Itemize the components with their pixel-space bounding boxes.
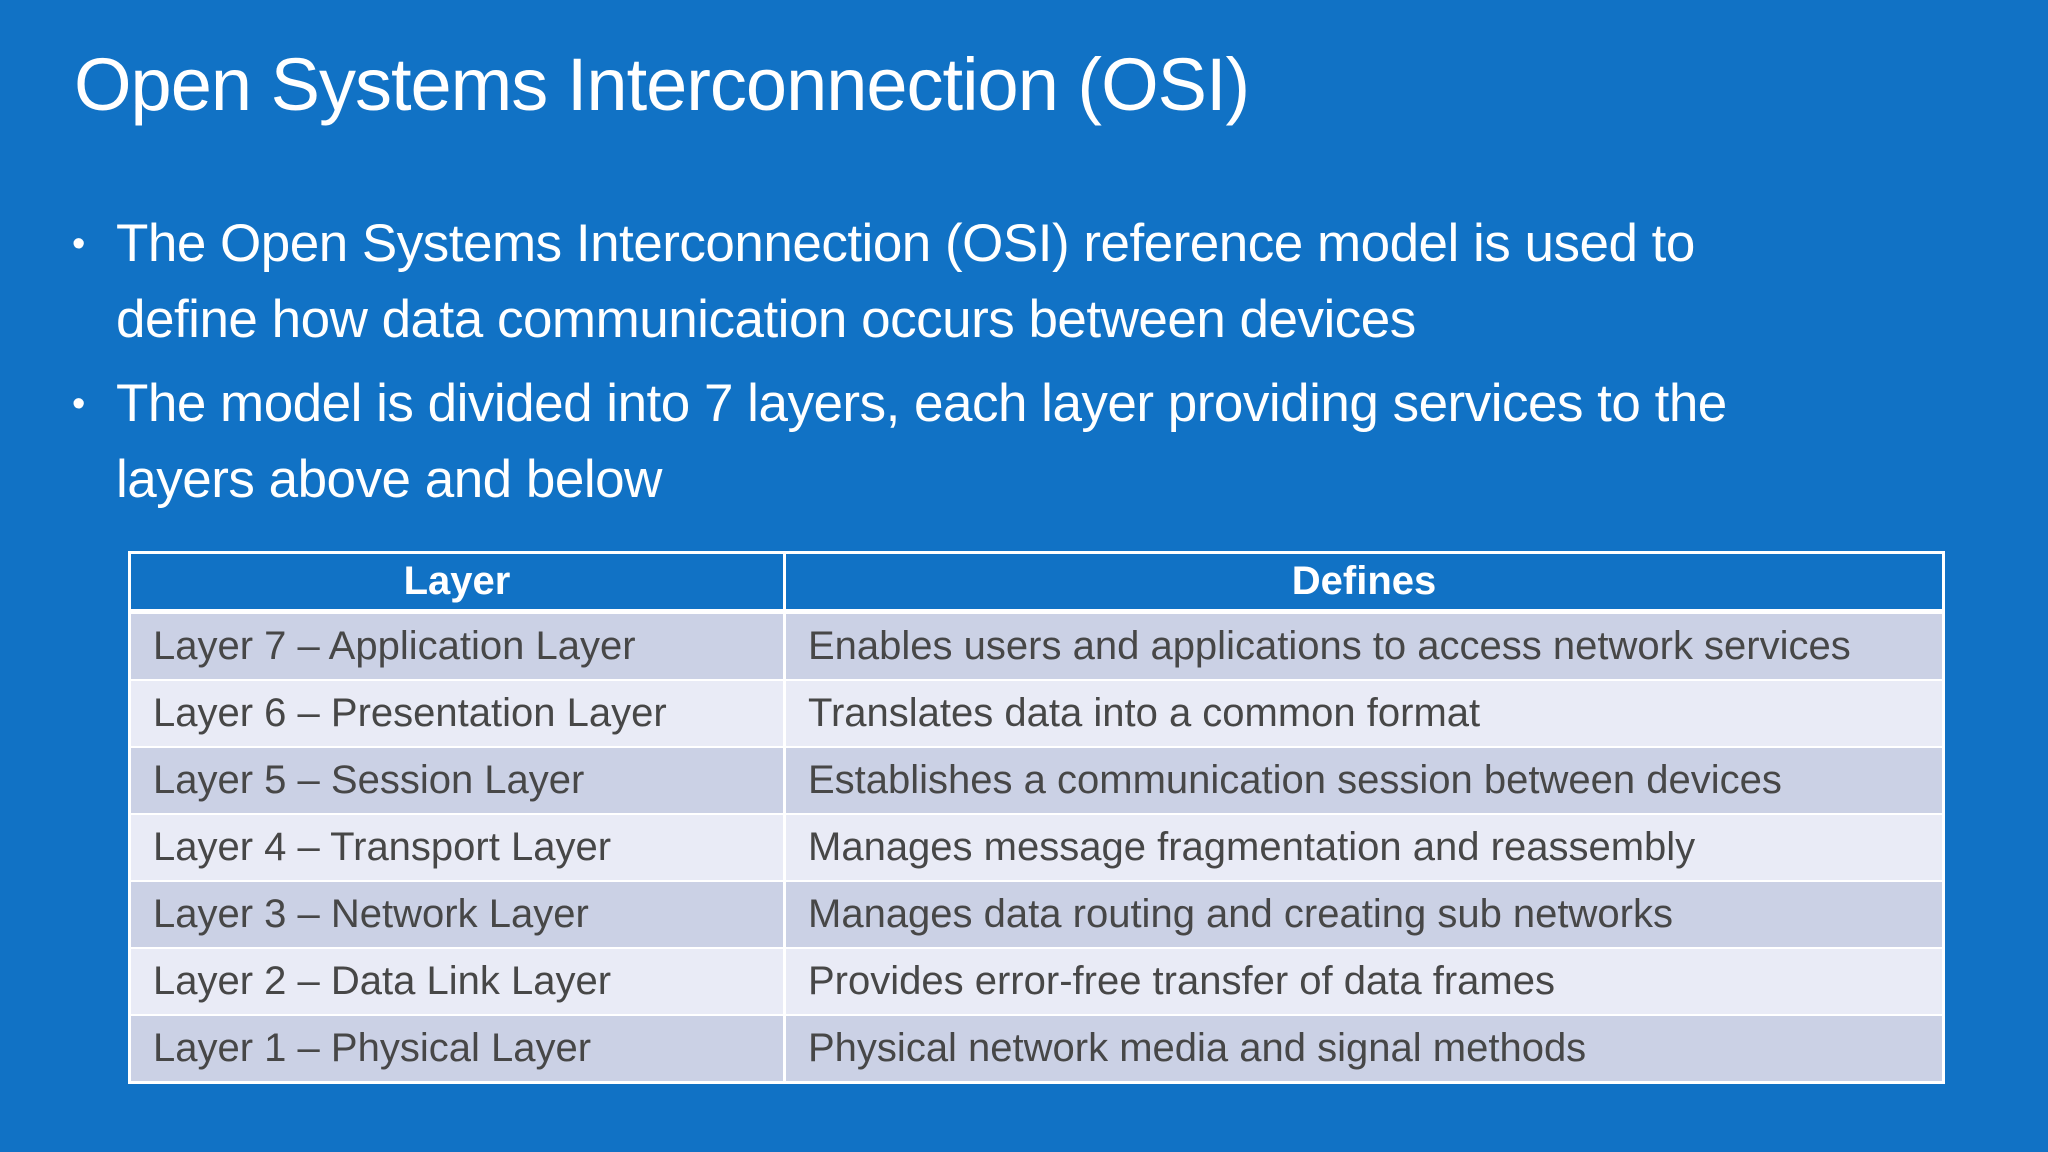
bullet-line: The model is divided into 7 layers, each… (116, 374, 1727, 433)
cell-layer: Layer 5 – Session Layer (153, 758, 585, 802)
table-row: Layer 4 – Transport Layer Manages messag… (131, 813, 1942, 880)
bullet-item: • The model is divided into 7 layers, ea… (72, 366, 1982, 518)
cell-layer: Layer 1 – Physical Layer (153, 1026, 592, 1070)
cell-layer: Layer 2 – Data Link Layer (153, 959, 612, 1003)
bullet-list: • The Open Systems Interconnection (OSI)… (72, 206, 1982, 526)
bullet-text: The Open Systems Interconnection (OSI) r… (116, 206, 1982, 358)
header-cell-defines: Defines (783, 554, 1942, 609)
bullet-line: The Open Systems Interconnection (OSI) r… (116, 214, 1695, 273)
table-row: Layer 3 – Network Layer Manages data rou… (131, 880, 1942, 947)
bullet-line: layers above and below (116, 450, 662, 509)
osi-layers-table: Layer Defines Layer 7 – Application Laye… (128, 551, 1945, 1084)
cell-layer: Layer 4 – Transport Layer (153, 825, 612, 869)
cell-defines: Physical network media and signal method… (783, 1016, 1942, 1081)
bullet-line: define how data communication occurs bet… (116, 290, 1416, 349)
bullet-icon: • (72, 383, 86, 425)
cell-layer: Layer 3 – Network Layer (153, 892, 589, 936)
table-row: Layer 5 – Session Layer Establishes a co… (131, 746, 1942, 813)
cell-defines: Manages message fragmentation and reasse… (783, 815, 1942, 880)
header-cell-layer: Layer (403, 559, 511, 603)
cell-defines: Translates data into a common format (783, 681, 1942, 746)
cell-defines: Establishes a communication session betw… (783, 748, 1942, 813)
cell-layer: Layer 6 – Presentation Layer (153, 691, 667, 735)
bullet-item: • The Open Systems Interconnection (OSI)… (72, 206, 1982, 358)
slide-title: Open Systems Interconnection (OSI) (74, 43, 1250, 126)
cell-defines: Enables users and applications to access… (783, 614, 1942, 679)
cell-defines: Manages data routing and creating sub ne… (783, 882, 1942, 947)
table-row: Layer 7 – Application Layer Enables user… (131, 614, 1942, 679)
bullet-text: The model is divided into 7 layers, each… (116, 366, 1982, 518)
table-header-row: Layer Defines (131, 554, 1942, 614)
bullet-icon: • (72, 223, 86, 265)
cell-defines: Provides error-free transfer of data fra… (783, 949, 1942, 1014)
cell-layer: Layer 7 – Application Layer (153, 624, 636, 668)
table-row: Layer 6 – Presentation Layer Translates … (131, 679, 1942, 746)
table-row: Layer 1 – Physical Layer Physical networ… (131, 1014, 1942, 1081)
table-row: Layer 2 – Data Link Layer Provides error… (131, 947, 1942, 1014)
